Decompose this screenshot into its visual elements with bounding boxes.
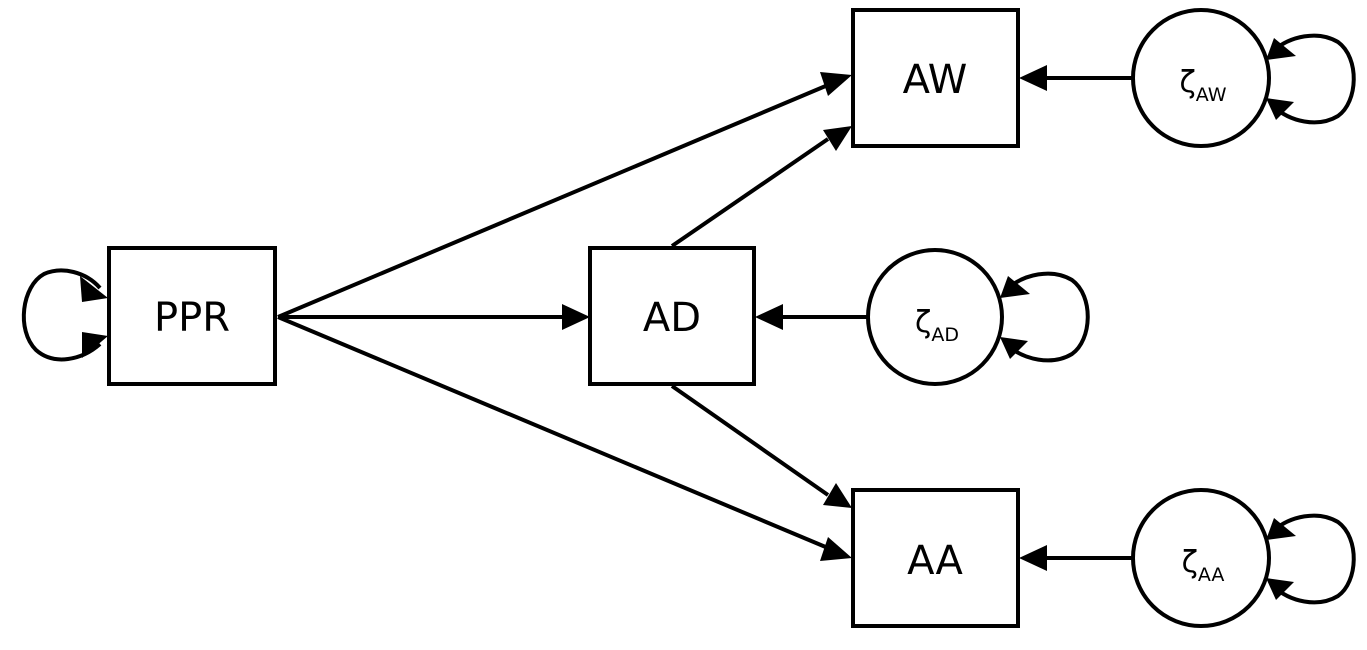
arrowhead-zeta-ad-ad — [755, 304, 783, 330]
node-zeta-ad-symbol: ζ — [915, 305, 931, 340]
node-zeta-aw-subscript: AW — [1196, 84, 1227, 106]
arrowheads — [562, 65, 1047, 571]
node-aw: AW — [851, 8, 1020, 148]
node-zeta-aw-label: ζAW — [1179, 65, 1226, 106]
self-loop-arrowhead-zeta-ad-bottom — [1000, 337, 1028, 359]
node-ad-box — [588, 246, 756, 386]
edge-ppr-aa — [277, 315, 829, 550]
self-loop-arrowhead-zeta-aw-bottom — [1266, 98, 1294, 120]
node-zeta-ad-circle — [866, 248, 1004, 386]
node-zeta-ad-label: ζAD — [915, 305, 959, 346]
self-loop-arrowhead-zeta-aw-top — [1266, 38, 1296, 60]
arrowhead-ad-aa — [823, 483, 852, 508]
node-ppr-box — [107, 246, 277, 386]
node-zeta-aa-label: ζAA — [1182, 545, 1225, 586]
self-loop-arrowhead-ppr-bottom — [82, 332, 108, 358]
arrowhead-ppr-ad — [562, 304, 590, 330]
arrowhead-ad-aw — [823, 126, 852, 151]
node-aa: AA — [851, 488, 1020, 628]
self-loop-arrowhead-zeta-aa-bottom — [1266, 578, 1294, 600]
self-loop-ppr — [21, 268, 102, 362]
node-zeta-aa-circle — [1131, 488, 1271, 628]
node-zeta-aw-symbol: ζ — [1179, 65, 1195, 100]
node-aw-label: AW — [903, 57, 968, 103]
node-zeta-aa-symbol: ζ — [1182, 545, 1198, 580]
self-loop-zeta-aw — [1271, 33, 1356, 125]
node-zeta-aa-subscript: AA — [1198, 564, 1225, 586]
self-loop-zeta-ad — [1005, 271, 1090, 363]
node-ad-label: AD — [643, 295, 701, 341]
edge-ad-aw — [670, 137, 830, 248]
node-ppr: PPR — [107, 246, 277, 386]
node-aa-label: AA — [907, 538, 963, 584]
node-zeta-aa: ζAA — [1131, 488, 1271, 628]
self-loops — [21, 33, 1356, 605]
self-loop-arrowheads — [80, 38, 1296, 600]
node-ad: AD — [588, 246, 756, 386]
node-aw-box — [851, 8, 1020, 148]
node-aa-box — [851, 488, 1020, 628]
self-loop-arrowhead-zeta-ad-top — [1000, 276, 1030, 298]
node-zeta-ad-subscript: AD — [931, 324, 959, 346]
node-zeta-aw: ζAW — [1131, 8, 1271, 148]
edge-ad-aa — [670, 384, 830, 497]
edges — [277, 76, 1132, 560]
arrowhead-ppr-aw — [820, 72, 852, 96]
arrowhead-zeta-aa-aa — [1019, 545, 1047, 571]
arrowhead-ppr-aa — [820, 537, 852, 561]
node-zeta-aw-circle — [1131, 8, 1271, 148]
self-loop-arrowhead-ppr-top — [80, 276, 108, 302]
edge-ppr-aw — [277, 83, 829, 319]
self-loop-zeta-aa — [1271, 513, 1356, 605]
node-ppr-label: PPR — [154, 295, 230, 341]
arrowhead-zeta-aw-aw — [1019, 65, 1047, 91]
self-loop-arrowhead-zeta-aa-top — [1266, 518, 1296, 540]
node-zeta-ad: ζAD — [866, 248, 1004, 386]
